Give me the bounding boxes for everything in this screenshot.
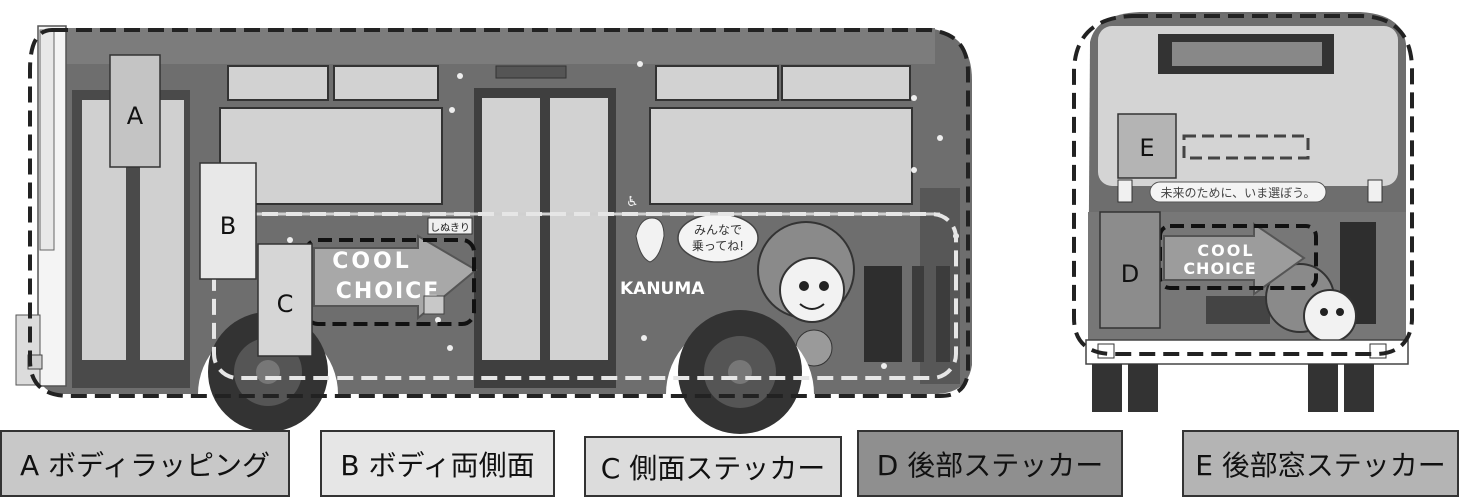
wheelchair-symbol: ♿ bbox=[626, 194, 639, 210]
rear-main-window bbox=[649, 107, 913, 205]
rear-sticker-line-2: CHOICE bbox=[1183, 259, 1256, 278]
speech-line-1: みんなで bbox=[694, 223, 742, 237]
middle-door-pane-left bbox=[482, 98, 540, 360]
rear-upper-window-1 bbox=[655, 65, 779, 101]
legend-c-text: C 側面ステッカー bbox=[600, 451, 826, 485]
rear-left-lamp-small bbox=[1117, 179, 1133, 203]
side-sticker-line-1: COOL bbox=[332, 249, 412, 274]
upper-window-2 bbox=[333, 65, 439, 101]
legend-b-body-sides: B ボディ両側面 bbox=[320, 430, 555, 497]
outline-c-side-sticker bbox=[304, 238, 476, 326]
legend-e-rear-window-sticker: E 後部窓ステッカー bbox=[1182, 430, 1459, 497]
label-box-b bbox=[199, 162, 257, 280]
rear-wheel bbox=[666, 310, 814, 434]
label-a: A bbox=[127, 102, 144, 130]
middle-door-pane-right bbox=[550, 98, 608, 360]
label-b: B bbox=[220, 212, 236, 240]
rear-wheel-left-1 bbox=[1092, 364, 1122, 412]
label-c: C bbox=[277, 290, 294, 318]
label-box-a bbox=[109, 54, 161, 168]
side-sticker-badge bbox=[423, 295, 445, 315]
rear-sticker-line-1: COOL bbox=[1197, 241, 1254, 260]
rear-cool-choice-arrow bbox=[1163, 222, 1306, 296]
legend-d-rear-sticker: D 後部ステッカー bbox=[857, 430, 1123, 497]
outline-a-body-wrapping bbox=[28, 28, 970, 398]
rear-lamp bbox=[936, 266, 950, 362]
legend-a-text: A ボディラッピング bbox=[19, 448, 271, 482]
rear-slogan-strip bbox=[1149, 181, 1327, 203]
rear-bumper-right-light bbox=[1369, 343, 1387, 359]
mascot-character bbox=[757, 221, 855, 367]
legend-b-text: B ボディ両側面 bbox=[340, 448, 535, 482]
label-box-c bbox=[257, 243, 313, 357]
outline-e-rear-window-sticker bbox=[1182, 134, 1310, 160]
speech-bubble bbox=[677, 213, 759, 263]
legend-e-text: E 後部窓ステッカー bbox=[1195, 448, 1446, 482]
rear-number-plate bbox=[1206, 296, 1270, 324]
rear-wheel-right-1 bbox=[1308, 364, 1338, 412]
rear-wheel-left-2 bbox=[1128, 364, 1158, 412]
rear-vent bbox=[864, 266, 902, 362]
rear-slogan: 未来のために、いま選ぼう。 bbox=[1161, 186, 1316, 200]
rear-vent-small bbox=[912, 266, 924, 362]
route-sign bbox=[427, 217, 473, 235]
rear-upper-window-2 bbox=[781, 65, 911, 101]
label-e: E bbox=[1139, 134, 1154, 162]
route-sign-text: しぬきり bbox=[430, 222, 470, 234]
rear-wheel-right-2 bbox=[1344, 364, 1374, 412]
front-bumper bbox=[15, 314, 41, 386]
label-d: D bbox=[1121, 260, 1139, 288]
roof-marker bbox=[495, 65, 567, 79]
legend-d-text: D 後部ステッカー bbox=[876, 448, 1104, 482]
legend-a-body-wrapping: A ボディラッピング bbox=[0, 430, 290, 497]
rear-view: 未来のために、いま選ぼう。 COOL CHOICE E D bbox=[1072, 12, 1414, 412]
rear-destination-inner bbox=[1172, 42, 1322, 66]
side-roof-band bbox=[45, 28, 935, 64]
upper-window-1 bbox=[227, 65, 329, 101]
speech-line-2: 乗ってね! bbox=[692, 239, 744, 253]
outline-rear-body bbox=[1072, 14, 1414, 356]
label-box-d bbox=[1099, 211, 1161, 329]
side-view: ♿ しぬきり みんなで 乗ってね! KANUMA COOL CHOICE bbox=[15, 25, 972, 434]
legend-c-side-sticker: C 側面ステッカー bbox=[584, 436, 842, 497]
label-box-e bbox=[1117, 113, 1177, 179]
city-name: KANUMA bbox=[620, 279, 705, 299]
outline-b-body-sides bbox=[212, 212, 958, 380]
rear-right-lamp-small bbox=[1367, 179, 1383, 203]
strawberry-logo bbox=[635, 217, 665, 263]
front-mirror-arm bbox=[39, 29, 55, 251]
main-window-1 bbox=[219, 107, 443, 205]
side-sticker-line-2: CHOICE bbox=[336, 279, 441, 304]
